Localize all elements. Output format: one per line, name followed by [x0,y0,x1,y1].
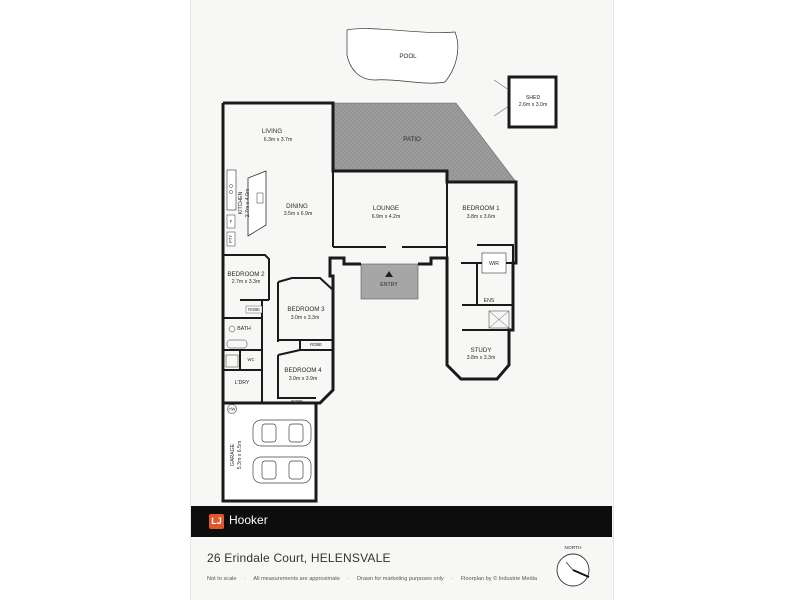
room-size-study: 3.8m x 3.3m [467,355,496,361]
pool-outline [346,28,459,84]
room-size-bedroom4: 3.0m x 3.9m [289,376,318,382]
fixture-robe-b3: ROBE [310,342,322,347]
room-label-bedroom3: BEDROOM 3 [287,306,325,313]
room-label-lounge: LOUNGE [373,205,399,212]
room-label-dining: DINING [286,203,308,210]
fixture-fridge: F [230,219,233,224]
disclaimer-item: All measurements are approximate [253,576,340,582]
room-label-study: STUDY [471,347,492,354]
room-label-garage: GARAGE [230,443,236,466]
shed-walls [507,75,558,129]
room-size-dining: 3.5m x 6.9m [284,211,313,217]
room-label-shed: SHED [526,95,541,101]
room-label-kitchen: KITCHEN [238,191,244,214]
room-label-bedroom1: BEDROOM 1 [462,205,500,212]
agency-logo-icon: LJ [209,514,224,529]
fixture-robe-b2: ROBE [248,307,260,312]
agency-branding-bar: LJ Hooker [191,506,612,537]
fixture-wc: WC [248,357,255,362]
room-label-ens: ENS [484,298,495,304]
compass-icon [556,553,590,587]
property-address: 26 Erindale Court, HELENSVALE [207,551,391,565]
garage-walls [221,401,318,503]
disclaimer-line: Not to scale · All measurements are appr… [207,576,537,582]
disclaimer-item: Drawn for marketing purposes only [356,576,444,582]
fixture-robe-b4: ROBE [291,399,303,404]
room-label-ldry: L'DRY [235,380,250,386]
disclaimer-item: Not to scale [207,576,237,582]
room-label-pool: POOL [399,53,417,60]
room-size-living: 6.3m x 3.7m [264,137,293,143]
room-size-kitchen: 2.7m x 4.0m [245,189,251,218]
room-size-lounge: 6.9m x 4.2m [372,214,401,220]
room-label-bedroom4: BEDROOM 4 [284,367,322,374]
car-icon [252,456,312,484]
compass-label: NORTH [564,546,582,551]
fixture-hw: HW [229,407,236,412]
car-icon [252,419,312,447]
room-label-patio: PATIO [403,136,421,143]
room-size-bedroom1: 3.8m x 3.6m [467,214,496,220]
room-size-garage: 5.3m x 6.5m [237,441,243,470]
entry-porch [360,263,419,300]
room-label-bedroom2: BEDROOM 2 [227,271,265,278]
disclaimer-item: Floorplan by © Industrie Media [460,576,537,582]
room-size-bedroom3: 3.0m x 3.3m [291,315,320,321]
agency-name: Hooker [229,513,268,527]
fixture-pantry: PTY [228,235,233,243]
room-size-shed: 2.6m x 3.0m [519,102,548,108]
room-label-entry: ENTRY [380,282,398,288]
room-label-living: LIVING [262,128,282,135]
room-size-bedroom2: 2.7m x 3.3m [232,279,261,285]
kitchen-island [247,170,267,237]
room-label-bath: BATH [237,326,251,332]
room-label-wir: WIR [489,261,499,267]
